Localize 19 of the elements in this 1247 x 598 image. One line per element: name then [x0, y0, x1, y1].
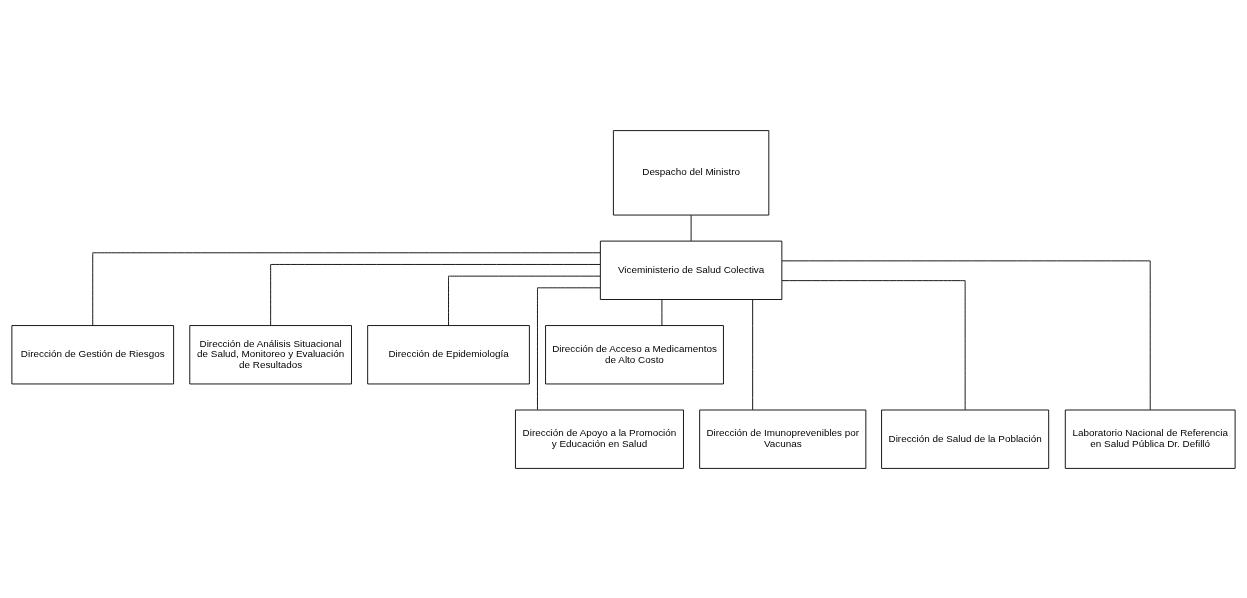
- node-box: Despacho del Ministro: [612, 129, 770, 215]
- node-box: Dirección de Imunoprevenibles por Vacunas: [699, 409, 867, 469]
- connector: [781, 279, 966, 410]
- node-box: Viceministerio de Salud Colectiva: [599, 240, 783, 300]
- connector: [661, 298, 663, 326]
- node-box: Dirección de Acceso a Medicamentos de Alto Costo: [545, 324, 724, 384]
- connector: [752, 298, 754, 410]
- node-box: Dirección de Gestión de Riesgos: [11, 324, 175, 384]
- connector: [690, 214, 692, 241]
- node-box: Dirección de Análisis Situacional de Salud, Monitoreo y Evaluación de Resultados: [189, 324, 352, 384]
- node-box: Dirección de Salud de la Población: [881, 409, 1050, 469]
- node-box: Laboratorio Nacional de Referencia en Salud Pública Dr. Defilló: [1064, 409, 1236, 469]
- connector: [781, 259, 1151, 410]
- node-box: Dirección de Apoyo a la Promoción y Educación en Salud: [515, 409, 684, 469]
- node-box: Dirección de Epidemiología: [367, 324, 530, 384]
- connector: [270, 263, 601, 326]
- connector: [448, 275, 601, 326]
- connector: [92, 251, 601, 326]
- connector: [537, 286, 601, 410]
